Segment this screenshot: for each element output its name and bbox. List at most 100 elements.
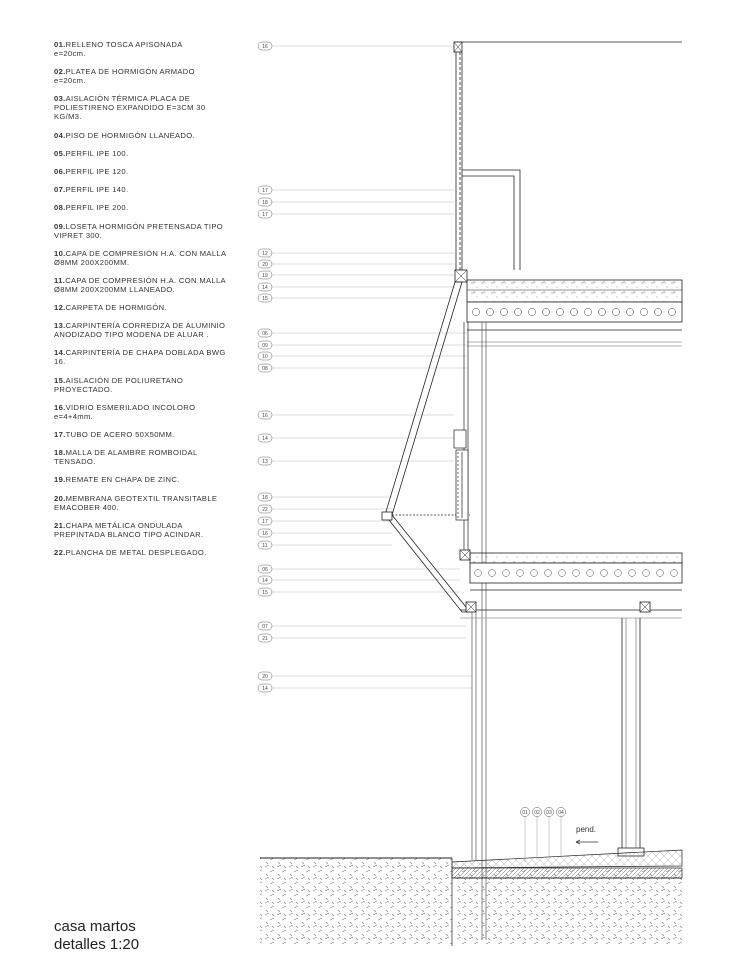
legend-text: CARPINTERÍA CORREDIZA DE ALUMINIO ANODIZ…	[54, 321, 226, 340]
slab-core	[670, 569, 678, 577]
callout-tag: 12	[257, 248, 455, 258]
legend-item: 19.REMATE EN CHAPA DE ZINC.	[54, 475, 234, 484]
sliding-window	[453, 322, 487, 940]
legend-text: TUBO DE ACERO 50X50mm.	[65, 430, 175, 439]
slab-core	[472, 308, 480, 316]
legend-number: 10.	[54, 248, 66, 258]
legend-subtext: e=20cm.	[54, 49, 86, 58]
legend-number: 04.	[54, 130, 66, 140]
callout-label: 14	[262, 436, 268, 442]
slab-core	[530, 569, 538, 577]
callout-label: 14	[262, 578, 268, 584]
legend-text: CARPINTERÍA DE CHAPA DOBLADA BWG 16.	[54, 348, 226, 367]
slab-core	[474, 569, 482, 577]
legend-number: 13.	[54, 321, 66, 331]
callout-label: 10	[262, 354, 268, 360]
slab-core	[600, 569, 608, 577]
legend-text: CHAPA METÁLICA ONDULADA PREPINTADA BLANC…	[54, 520, 204, 539]
ground-tag-label: 04	[558, 810, 564, 816]
slab-core	[642, 569, 650, 577]
legend-text: AISLACIÓN DE POLIURETANO PROYECTADO.	[54, 375, 184, 394]
callout-bubble	[257, 185, 273, 195]
drawing-scale: detalles 1:20	[54, 936, 140, 953]
legend-number: 06.	[54, 166, 66, 176]
legend-text: PERFIL IPE 120.	[65, 166, 129, 176]
ground-tag: 02	[532, 807, 542, 860]
callout-tag: 14	[257, 282, 455, 292]
callout-tag: 10	[257, 351, 467, 361]
callout-tag: 16	[257, 528, 392, 538]
slab-core	[528, 308, 536, 316]
legend-item: 07.PERFIL IPE 140.	[54, 185, 234, 194]
project-name: casa martos	[54, 918, 136, 935]
legend-item: 14.CARPINTERÍA DE CHAPA DOBLADA BWG 16.	[54, 348, 234, 366]
lower-slab	[459, 549, 683, 619]
slab-core	[668, 308, 676, 316]
callout-bubble	[257, 540, 273, 550]
callout-label: 20	[262, 262, 268, 268]
slab-core	[516, 569, 524, 577]
callout-label: 22	[262, 507, 268, 513]
callout-label: 18	[262, 200, 268, 206]
callout-bubble	[257, 259, 273, 269]
legend-item: 06.PERFIL IPE 120.	[54, 167, 234, 176]
callout-bubble	[257, 197, 273, 207]
legend-item: 04.PISO DE HORMIGÓN LLANEADO.	[54, 131, 234, 140]
callout-bubble	[257, 293, 273, 303]
legend-item: 09.LOSETA HORMIGÓN PRETENSADA TIPO VIPRE…	[54, 222, 234, 240]
callout-bubble	[257, 41, 273, 51]
legend-number: 07.	[54, 185, 66, 195]
callout-tag: 16	[257, 410, 454, 420]
slab-core	[544, 569, 552, 577]
legend-text: VIDRIO ESMERILADO INCOLORO	[65, 402, 196, 412]
slope-indicator: pend.	[575, 825, 598, 845]
callout-tag: 22	[257, 504, 392, 514]
legend-text: LOSETA HORMIGÓN PRETENSADA TIPO VIPRET 3…	[54, 221, 224, 240]
callout-bubble	[257, 683, 273, 693]
legend-number: 16.	[54, 402, 66, 412]
legend-item: 12.CARPETA DE HORMIGÓN.	[54, 303, 234, 312]
callout-bubble	[257, 410, 273, 420]
legend-item: 03.AISLACIÓN TÉRMICA PLACA DE POLIESTIRE…	[54, 94, 234, 121]
legend-number: 18.	[54, 448, 66, 458]
callout-tag: 20	[257, 671, 472, 681]
callout-bubble	[257, 270, 273, 280]
ground-tag: 01	[520, 807, 530, 862]
legend-item: 10.CAPA DE COMPRESIÓN H.A. CON MALLA ø8m…	[54, 249, 234, 267]
legend-text: PLANCHA DE METAL DESPLEGADO.	[65, 547, 207, 557]
callout-bubble	[257, 575, 273, 585]
legend-number: 02.	[54, 67, 66, 77]
callout-label: 12	[262, 251, 268, 257]
legend-item: 05.PERFIL IPE 100.	[54, 149, 234, 158]
zinc-cap	[462, 169, 521, 270]
slab-core	[502, 569, 510, 577]
legend-number: 21.	[54, 520, 66, 530]
callout-bubble	[257, 340, 273, 350]
title-block: casa martos detalles 1:20	[54, 918, 139, 954]
legend-text: PERFIL IPE 140.	[65, 185, 129, 195]
slab-core	[486, 308, 494, 316]
callout-label: 17	[262, 188, 268, 194]
callout-tag: 17	[257, 516, 392, 526]
legend-text: CARPETA DE HORMIGÓN.	[65, 303, 167, 313]
legend-text: MEMBRANA GEOTEXTIL TRANSITABLE EMACOBER …	[54, 493, 218, 512]
callout-tag: 13	[257, 456, 454, 466]
callout-bubble	[257, 516, 273, 526]
slab-core	[572, 569, 580, 577]
legend-number: 03.	[54, 94, 66, 104]
callout-label: 15	[262, 296, 268, 302]
legend-text: MALLA DE ALAMBRE ROMBOIDAL TENSADO.	[54, 448, 198, 467]
legend-text: AISLACIÓN TÉRMICA PLACA DE POLIESTIRENO …	[54, 94, 206, 122]
slab-core	[584, 308, 592, 316]
legend-subtext: e=4+4mm.	[54, 411, 94, 421]
callout-tag: 18	[257, 197, 454, 207]
callout-bubble	[257, 492, 273, 502]
callout-tag: 06	[257, 564, 460, 574]
callout-tag: 08	[257, 363, 467, 373]
callout-tag: 16	[257, 41, 454, 51]
callout-label: 08	[262, 366, 268, 372]
legend-text: RELLENO TOSCA APISONADA	[65, 40, 183, 49]
callout-tag: 20	[257, 259, 455, 269]
